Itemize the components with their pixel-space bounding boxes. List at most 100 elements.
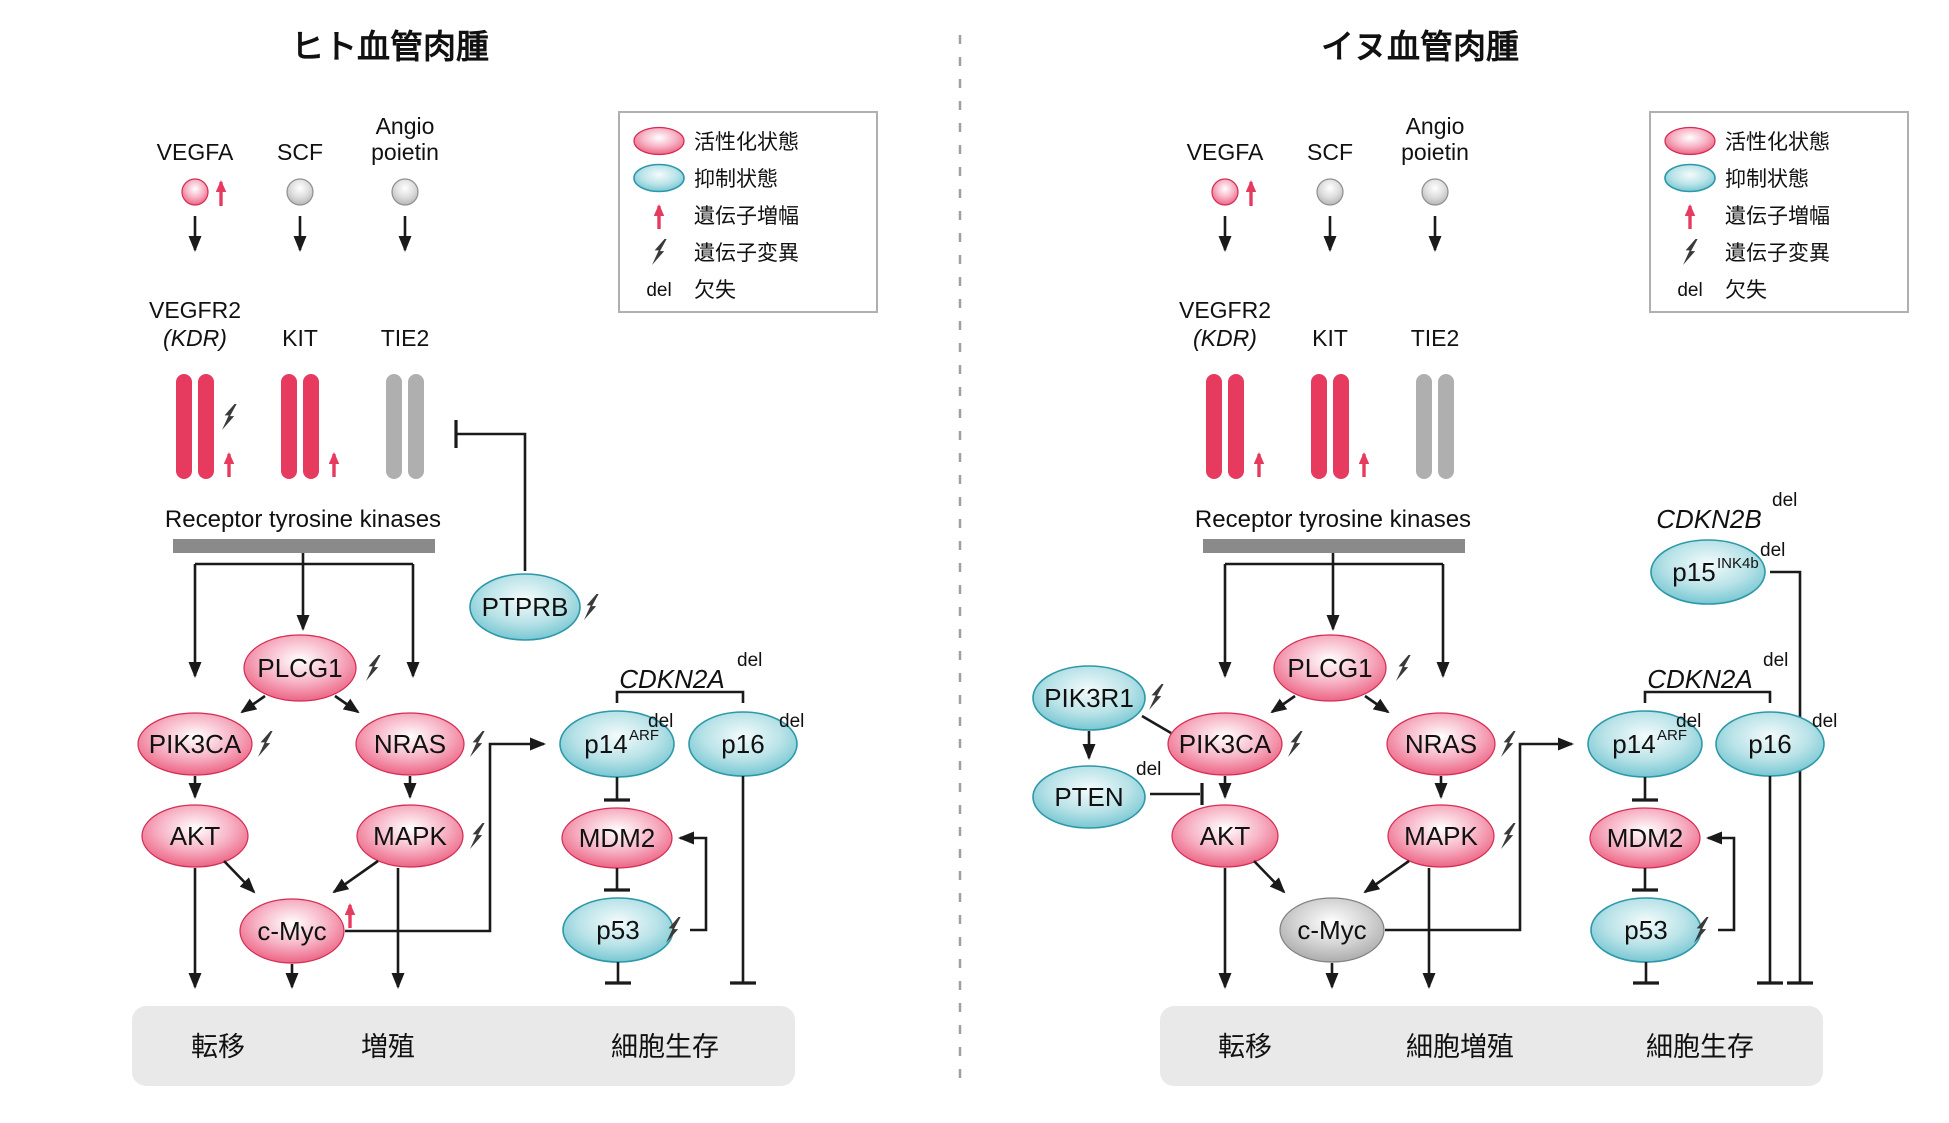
- vegfa-ligand-circle: [181, 178, 209, 206]
- legend-label: 活性化状態: [1725, 131, 1830, 154]
- mapk-to-cmyc-arrow: [1363, 859, 1410, 894]
- vegfa-ligand-circle: [1211, 178, 1239, 206]
- p16-del-superscript: del: [1812, 711, 1837, 732]
- p15-del-superscript: del: [1760, 540, 1785, 561]
- outcome-cell-proliferation: 細胞増殖: [1406, 1032, 1514, 1062]
- receptors-row: VEGFR2 (KDR) KIT TIE2: [1179, 297, 1459, 479]
- legend-label: 欠失: [1725, 279, 1767, 302]
- mutation-bolt-icon: [366, 655, 381, 681]
- p53-node: p53: [1590, 897, 1709, 963]
- cdkn2a-group: CDKN2A del: [1643, 650, 1788, 703]
- pik3ca-node: PIK3CA: [137, 712, 273, 776]
- receptors-row: VEGFR2 (KDR) KIT TIE2: [149, 297, 527, 571]
- svg-text:c-Myc: c-Myc: [257, 916, 326, 946]
- rtk-branch-arrows: [1218, 553, 1450, 678]
- pik3r1-pik3ca-inhibition: [1141, 714, 1172, 735]
- scf-ligand-circle: [1316, 178, 1344, 206]
- pik3r1-node: PIK3R1: [1032, 665, 1164, 731]
- cdkn2a-label: CDKN2A: [619, 664, 724, 694]
- p14-superscript: ARF: [1657, 727, 1687, 744]
- mutation-bolt-icon: [1501, 731, 1516, 757]
- akt-node: AKT: [1171, 804, 1279, 868]
- tie2-receptor-bars: [1416, 374, 1454, 479]
- mapk-to-cmyc-arrow: [332, 859, 379, 894]
- pten-node: PTEN del: [1032, 759, 1161, 829]
- legend-label: 抑制状態: [694, 168, 778, 191]
- svg-text:PTPRB: PTPRB: [482, 592, 569, 622]
- ligands-row: VEGFA SCF Angio poietin: [157, 113, 439, 252]
- del-text-icon: del: [646, 280, 671, 301]
- ligands-row: VEGFA SCF Angio poietin: [1187, 113, 1469, 252]
- p14arf-node: p14 ARF del: [559, 710, 675, 778]
- svg-text:p14: p14: [1612, 729, 1655, 759]
- outcome-cell-survival: 細胞生存: [1646, 1032, 1754, 1062]
- svg-text:p16: p16: [1748, 729, 1791, 759]
- inhibited-ellipse-icon: [633, 163, 685, 193]
- vegfr2-receptor-bars: [1206, 374, 1265, 479]
- cmyc-to-p14-arrow: [345, 737, 546, 933]
- svg-text:AKT: AKT: [1200, 821, 1251, 851]
- canine-panel: イヌ血管肉腫 活性化状態 抑制状態 遺伝子増幅 遺伝子変異 del 欠失 VEG…: [1032, 28, 1909, 1086]
- rtk-bar: [1203, 539, 1465, 553]
- legend: 活性化状態 抑制状態 遺伝子増幅 遺伝子変異 del 欠失: [618, 111, 878, 313]
- ligand-angiopoietin-label: Angio: [376, 113, 435, 139]
- kdr-gene-label: (KDR): [1193, 325, 1257, 351]
- p15ink4b-node: p15 INK4b del: [1650, 539, 1785, 605]
- ligand-angiopoietin-label2: poietin: [1401, 139, 1469, 165]
- activation-arrow: [1364, 694, 1390, 714]
- p16-del-superscript: del: [779, 711, 804, 732]
- panel-title: ヒト血管肉腫: [291, 28, 489, 65]
- rtk-label: Receptor tyrosine kinases: [1195, 506, 1471, 533]
- mutation-bolt-icon: [470, 731, 485, 757]
- svg-text:p53: p53: [596, 915, 639, 945]
- svg-text:p14: p14: [584, 729, 627, 759]
- svg-text:MDM2: MDM2: [1607, 823, 1684, 853]
- ligand-vegfa-label: VEGFA: [157, 139, 234, 165]
- p16-node: p16 del: [1715, 711, 1837, 777]
- legend-label: 欠失: [694, 279, 736, 302]
- svg-text:p53: p53: [1624, 915, 1667, 945]
- activation-arrow: [1270, 694, 1296, 714]
- legend-label: 遺伝子増幅: [694, 205, 799, 228]
- cdkn2a-bracket: [615, 690, 745, 703]
- legend-label: 抑制状態: [1725, 168, 1809, 191]
- svg-text:PLCG1: PLCG1: [257, 653, 342, 683]
- legend-label: 遺伝子変異: [694, 242, 799, 265]
- p14-del-superscript: del: [1676, 711, 1701, 732]
- outcome-box: 転移 細胞増殖 細胞生存: [1160, 1006, 1823, 1086]
- p16-node: p16 del: [688, 711, 804, 777]
- cdkn2b-del-superscript: del: [1772, 490, 1797, 511]
- tie2-label: TIE2: [1411, 325, 1460, 351]
- cmyc-node: c-Myc: [1279, 897, 1385, 963]
- svg-text:PIK3CA: PIK3CA: [149, 729, 242, 759]
- p14-superscript: ARF: [629, 727, 659, 744]
- vegfr2-label: VEGFR2: [149, 297, 241, 323]
- p14-del-superscript: del: [648, 711, 673, 732]
- activated-ellipse-icon: [1664, 126, 1716, 156]
- akt-to-cmyc-arrow: [1253, 860, 1286, 894]
- outcome-proliferation: 増殖: [361, 1032, 415, 1062]
- plcg1-node: PLCG1: [1273, 634, 1411, 702]
- ptprb-tie2-inhibition: [454, 420, 527, 571]
- ptprb-node: PTPRB: [469, 573, 599, 641]
- human-panel: ヒト血管肉腫 活性化状態 抑制状態 遺伝子増幅 遺伝子変異 del 欠失 VEG…: [132, 28, 878, 1086]
- p53-mdm2-feedback-arrow: [678, 831, 708, 932]
- outcome-box: 転移 増殖 細胞生存: [132, 1006, 795, 1086]
- nras-node: NRAS: [1386, 712, 1516, 776]
- svg-text:PIK3CA: PIK3CA: [1179, 729, 1272, 759]
- pik3ca-node: PIK3CA: [1167, 712, 1303, 776]
- kit-label: KIT: [1312, 325, 1348, 351]
- legend: 活性化状態 抑制状態 遺伝子増幅 遺伝子変異 del 欠失: [1649, 111, 1909, 313]
- activated-ellipse-icon: [633, 126, 685, 156]
- vegfr2-receptor-bars: [176, 374, 237, 479]
- svg-text:p16: p16: [721, 729, 764, 759]
- rtk-bar: [173, 539, 435, 553]
- angiopoietin-ligand-circle: [1421, 178, 1449, 206]
- p14arf-node: p14 ARF del: [1587, 710, 1703, 778]
- svg-text:p15: p15: [1672, 557, 1715, 587]
- mutation-bolt-icon: [1396, 655, 1411, 681]
- cdkn2a-group: CDKN2A del: [615, 650, 762, 703]
- akt-to-cmyc-arrow: [223, 860, 256, 894]
